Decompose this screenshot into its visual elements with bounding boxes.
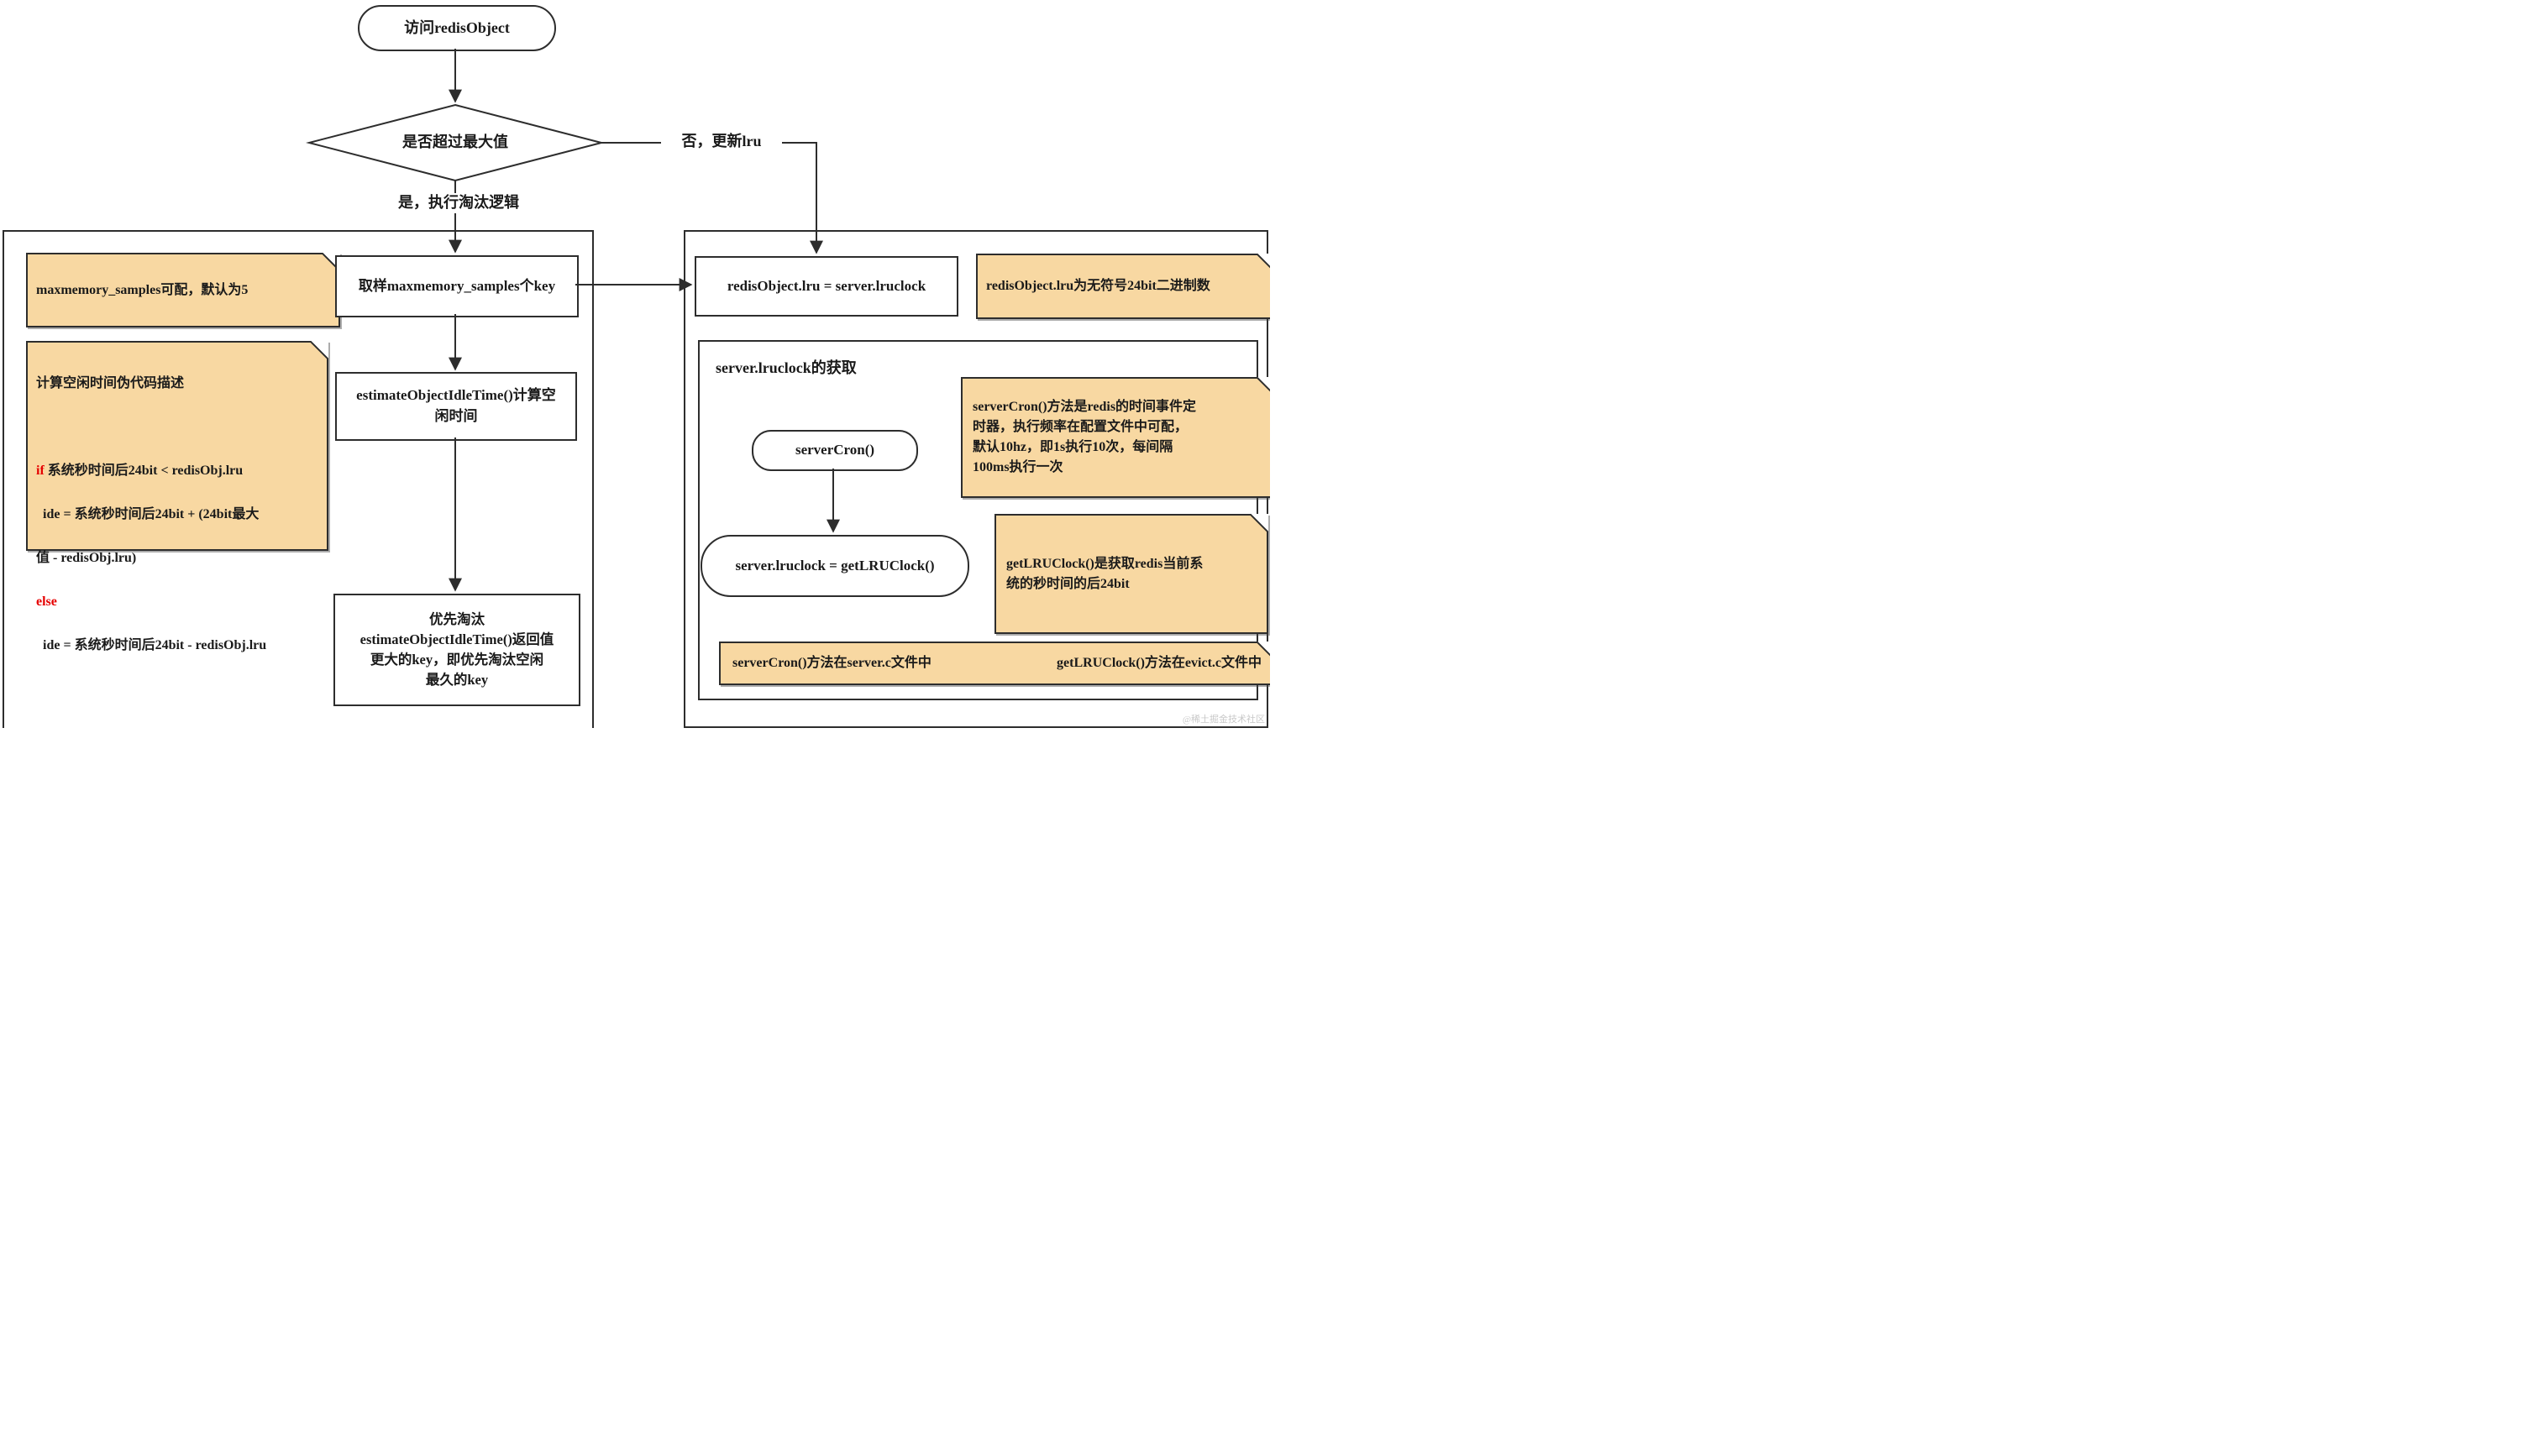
else-keyword: else (36, 594, 57, 609)
note-getlruclock: getLRUClock()是获取redis当前系 统的秒时间的后24bit (994, 514, 1268, 634)
servercron-oval: serverCron() (752, 430, 918, 471)
branch-yes-text: 是，执行淘汰逻辑 (398, 194, 519, 211)
note-servercron-text: serverCron()方法是redis的时间事件定 时器，执行频率在配置文件中… (973, 400, 1197, 474)
note-24bit: redisObject.lru为无符号24bit二进制数 (976, 254, 1270, 319)
getlruclock-capsule: server.lruclock = getLRUClock() (701, 535, 969, 597)
process-assign-lru-text: redisObject.lru = server.lruclock (727, 277, 926, 294)
watermark-text: @稀土掘金技术社区 (1182, 715, 1265, 725)
process-sample-keys: 取样maxmemory_samples个key (335, 255, 579, 317)
note-servercron-file-text: serverCron()方法在server.c文件中 (732, 656, 932, 670)
note-24bit-text: redisObject.lru为无符号24bit二进制数 (986, 279, 1210, 293)
watermark: @稀土掘金技术社区 (1183, 712, 1265, 725)
process-evict-priority: 优先淘汰 estimateObjectIdleTime()返回值 更大的key，… (333, 594, 580, 706)
note-getlruclock-text: getLRUClock()是获取redis当前系 统的秒时间的后24bit (1006, 556, 1204, 591)
note-source-files: serverCron()方法在server.c文件中 getLRUClock()… (719, 642, 1270, 685)
if-keyword: if (36, 464, 45, 478)
note-fold-icon (1257, 377, 1270, 392)
pseudocode-block: 计算空闲时间伪代码描述 if 系统秒时间后24bit < redisObj.lr… (28, 343, 275, 687)
note-fold-icon (1257, 642, 1270, 657)
inner-container-title-text: server.lruclock的获取 (716, 359, 857, 376)
decision-label: 是否超过最大值 (371, 134, 539, 152)
branch-no-text: 否，更新lru (681, 133, 762, 149)
note-fold-icon (1250, 514, 1268, 532)
note-pseudocode: 计算空闲时间伪代码描述 if 系统秒时间后24bit < redisObj.lr… (26, 341, 328, 652)
note-fold-icon (1257, 254, 1270, 269)
branch-no-label: 否，更新lru (661, 132, 782, 152)
if-condition: 系统秒时间后24bit < redisObj.lru (44, 464, 244, 478)
note-maxmemory-samples: maxmemory_samples可配，默认为5 (26, 253, 340, 327)
process-evict-priority-text: 优先淘汰 estimateObjectIdleTime()返回值 更大的key，… (359, 611, 554, 688)
process-assign-lru: redisObject.lru = server.lruclock (695, 256, 958, 317)
inner-container-title: server.lruclock的获取 (716, 359, 857, 378)
pseudocode-then-line2: 值 - redisObj.lru) (36, 551, 137, 565)
pseudocode-then-line1: ide = 系统秒时间后24bit + (24bit最大 (36, 507, 260, 521)
process-estimate-idle-time: estimateObjectIdleTime()计算空 闲时间 (335, 372, 577, 441)
pseudocode-blank-line (36, 416, 266, 438)
note-fold-icon (310, 341, 328, 359)
branch-yes-label: 是，执行淘汰逻辑 (380, 193, 538, 213)
getlruclock-capsule-text: server.lruclock = getLRUClock() (735, 557, 935, 573)
note-servercron: serverCron()方法是redis的时间事件定 时器，执行频率在配置文件中… (961, 377, 1270, 498)
decision-label-text: 是否超过最大值 (402, 134, 508, 150)
start-oval: 访问redisObject (358, 5, 556, 51)
note-getlruclock-file-text: getLRUClock()方法在evict.c文件中 (1057, 656, 1262, 670)
servercron-oval-text: serverCron() (795, 442, 875, 458)
left-group-container (3, 230, 594, 728)
process-estimate-idle-time-text: estimateObjectIdleTime()计算空 闲时间 (356, 387, 556, 424)
note-maxmemory-samples-text: maxmemory_samples可配，默认为5 (36, 282, 249, 297)
pseudocode-if-line: if 系统秒时间后24bit < redisObj.lru (36, 460, 266, 482)
flowchart-canvas: 访问redisObject 是否超过最大值 否，更新lru 是，执行淘汰逻辑 m… (0, 0, 1270, 728)
start-oval-label: 访问redisObject (404, 19, 510, 37)
process-sample-keys-text: 取样maxmemory_samples个key (358, 277, 556, 294)
pseudocode-title: 计算空闲时间伪代码描述 (36, 376, 185, 390)
pseudocode-else-line: ide = 系统秒时间后24bit - redisObj.lru (36, 638, 267, 652)
